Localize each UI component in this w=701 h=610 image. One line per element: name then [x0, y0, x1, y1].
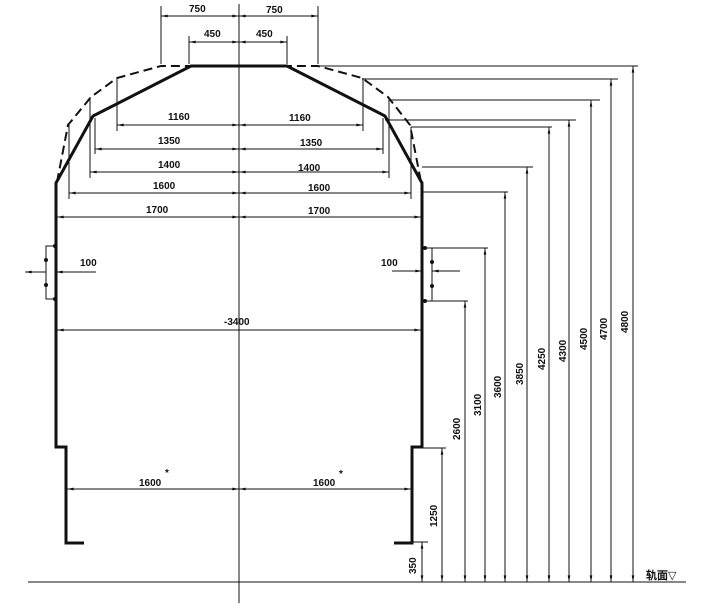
rail-surface-label: 轨面▽ — [646, 568, 677, 582]
height-dims — [318, 65, 638, 582]
dim-1400-left: 1400 — [158, 160, 181, 171]
top-width-dims — [160, 6, 319, 64]
dim-1160-left: 1160 — [168, 112, 190, 123]
dim-h-3850: 3850 — [515, 362, 526, 385]
dim-h-4300: 4300 — [558, 339, 569, 362]
dim-h-4700: 4700 — [599, 317, 610, 340]
dim-3400: -3400 — [224, 317, 250, 328]
dim-1700-right: 1700 — [308, 206, 331, 217]
dim-1600-bottom-right: 1600 — [313, 478, 336, 489]
dim-h-350: 350 — [408, 557, 419, 574]
side-offset-marker-right — [392, 246, 460, 303]
dim-1600-bottom-left: 1600 — [139, 478, 162, 489]
dim-mark-right: * — [339, 469, 343, 480]
dim-1160-right: 1160 — [289, 113, 311, 124]
dim-100-left: 100 — [80, 258, 97, 269]
dim-mark-left: * — [165, 468, 169, 479]
dim-h-1250: 1250 — [429, 504, 440, 527]
dim-h-3100: 3100 — [473, 393, 484, 416]
dim-1600-left: 1600 — [153, 181, 176, 192]
dim-750-right: 750 — [266, 5, 283, 16]
dim-750-left: 750 — [189, 4, 206, 15]
dim-1700-left: 1700 — [146, 205, 169, 216]
dim-h-2600: 2600 — [452, 417, 463, 440]
dim-1400-right: 1400 — [298, 163, 321, 174]
side-offset-marker-left — [24, 244, 96, 301]
dim-100-right: 100 — [381, 258, 398, 269]
dim-h-4800: 4800 — [620, 310, 631, 333]
vehicle-body-outline — [54, 64, 424, 545]
dashed-clearance-outline — [56, 65, 422, 183]
dim-1350-left: 1350 — [158, 136, 181, 147]
dim-h-4250: 4250 — [537, 347, 548, 370]
dim-1350-right: 1350 — [300, 138, 323, 149]
dim-h-4500: 4500 — [579, 327, 590, 350]
dim-h-3600: 3600 — [493, 375, 504, 398]
dim-450-left: 450 — [204, 29, 221, 40]
dim-450-right: 450 — [256, 29, 273, 40]
dim-1600-right: 1600 — [308, 183, 331, 194]
half-width-dims — [57, 78, 422, 491]
